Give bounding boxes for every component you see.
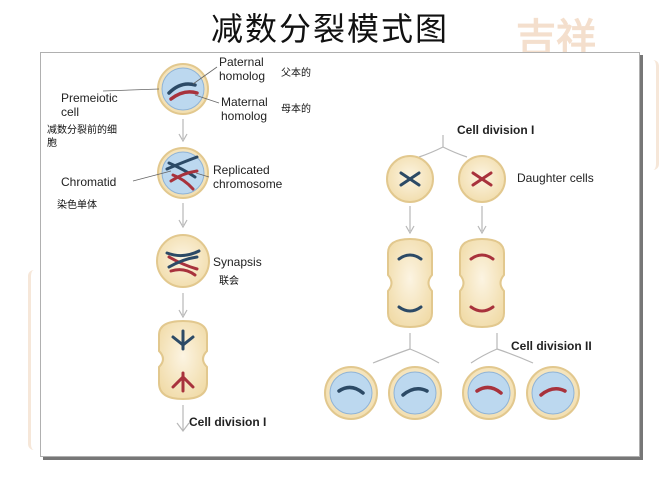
gamete-cell-1	[324, 366, 378, 420]
chromatid-cn-label: 染色单体	[57, 200, 97, 211]
maternal-homolog-cn-label: 母本的	[281, 104, 311, 115]
down-arrow-1	[178, 119, 188, 143]
daughter-cell-right	[458, 155, 506, 203]
down-arrow-2	[178, 203, 188, 229]
down-arrow-right-1	[405, 206, 487, 235]
cell-division-1-label-right: Cell division I	[457, 123, 535, 137]
premeiotic-cell-cn-label: 减数分裂前的细 胞	[47, 125, 117, 149]
gamete-cell-3	[462, 366, 516, 420]
split-arrows-division-2	[372, 333, 534, 364]
dividing-cell-left	[158, 319, 208, 401]
replicated-chromosome-cell	[157, 147, 209, 199]
chromatid-label: Chromatid	[61, 175, 117, 189]
replicated-chromosome-label: Replicated chromosome	[213, 163, 283, 191]
synapsis-cn-label: 联会	[219, 276, 239, 287]
maternal-homolog-label: Maternal homolog	[221, 95, 268, 123]
split-arrow-division-1	[418, 135, 468, 158]
cell-division-1-label-left: Cell division I	[189, 415, 267, 429]
down-arrow-3	[178, 293, 188, 319]
premeiotic-cell-label: Premeiotic cell	[61, 91, 118, 119]
meiosis-diagram	[102, 63, 580, 432]
premeiotic-cell	[157, 63, 209, 115]
synapsis-label: Synapsis	[213, 255, 262, 269]
paternal-homolog-cn-label: 父本的	[281, 68, 311, 79]
daughter-cell-left	[386, 155, 434, 203]
daughter-cells-label: Daughter cells	[517, 171, 594, 185]
decorative-border-left	[28, 270, 43, 450]
decorative-border-right	[642, 60, 659, 170]
meiosis-diagram-panel: Paternal homolog 父本的 Maternal homolog 母本…	[40, 52, 640, 457]
paternal-homolog	[167, 82, 197, 95]
gamete-cell-4	[526, 366, 580, 420]
slide-title: 减数分裂模式图	[210, 10, 449, 48]
maternal-homolog	[169, 90, 199, 101]
paternal-homolog-label: Paternal homolog	[219, 55, 266, 83]
dividing-cell-division2-left	[387, 237, 433, 329]
cell-division-2-label: Cell division II	[511, 339, 592, 353]
dividing-cell-division2-right	[459, 237, 505, 329]
gamete-cell-2	[388, 366, 442, 420]
down-arrow-4	[176, 405, 190, 432]
synapsis-cell	[156, 234, 210, 288]
